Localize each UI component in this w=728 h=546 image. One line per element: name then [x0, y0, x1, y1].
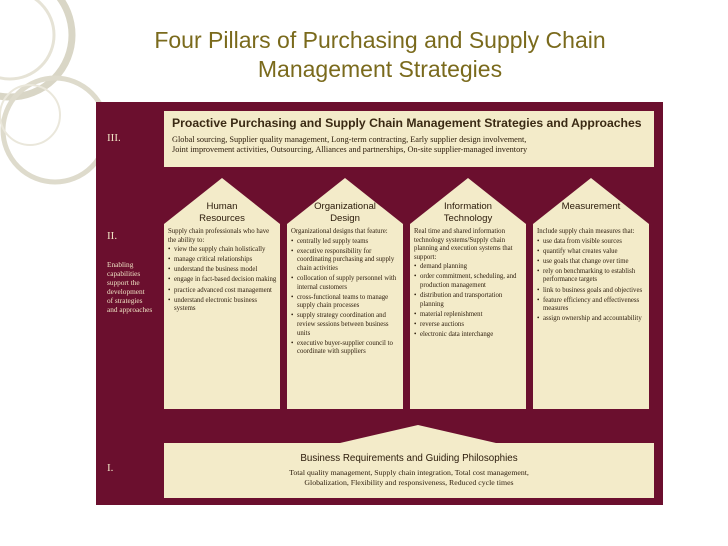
- pillar-bullet: executive buyer-supplier council to coor…: [291, 340, 401, 357]
- pillar-bullet: material replenishment: [414, 311, 524, 320]
- note-line: of strategies: [107, 296, 143, 305]
- pillar-body: Organizational designs that feature: cen…: [291, 228, 401, 358]
- pillar-information-technology: Information Technology Real time and sha…: [410, 178, 526, 409]
- slide-title-line: Four Pillars of Purchasing and Supply Ch…: [154, 27, 606, 53]
- pillar-bullet: distribution and transportation planning: [414, 292, 524, 309]
- pillar-bullet: quantify what creates value: [537, 248, 647, 257]
- pillar-bullet: rely on benchmarking to establish perfor…: [537, 268, 647, 285]
- pillar-bullet: manage critical relationships: [168, 256, 278, 265]
- note-line: development: [107, 287, 145, 296]
- pillar-body: Real time and shared information technol…: [414, 228, 524, 341]
- pillar-bullet: order commitment, scheduling, and produc…: [414, 273, 524, 290]
- level-label-bottom: I.: [107, 462, 114, 474]
- pillar-bullet: electronic data interchange: [414, 331, 524, 340]
- slide-title: Four Pillars of Purchasing and Supply Ch…: [80, 26, 680, 84]
- pillar-body: Supply chain professionals who have the …: [168, 228, 278, 315]
- pillar-bullet: cross-functional teams to manage supply …: [291, 294, 401, 311]
- note-line: Enabling: [107, 260, 134, 269]
- pillar-bullet: understand the business model: [168, 266, 278, 275]
- pillar-title: Measurement: [533, 201, 649, 213]
- pillar-intro: Real time and shared information technol…: [414, 228, 513, 261]
- pillar-bullet: executive responsibility for coordinatin…: [291, 248, 401, 274]
- pillar-bullet: demand planning: [414, 263, 524, 272]
- foundation-peak: [340, 425, 496, 443]
- foundation-line: Total quality management, Supply chain i…: [289, 468, 529, 477]
- pillar-bullet-list: centrally led supply teams executive res…: [291, 238, 401, 357]
- pillar-title: Information Technology: [410, 201, 526, 225]
- pillar-title-line: Design: [330, 213, 360, 224]
- pillar-bullet-list: demand planning order commitment, schedu…: [414, 263, 524, 339]
- note-line: and approaches: [107, 305, 153, 314]
- pillar-title-line: Resources: [199, 213, 245, 224]
- pillar-bullet: supply strategy coordination and review …: [291, 312, 401, 338]
- pillar-title-line: Information: [444, 201, 492, 212]
- pillar-intro: Organizational designs that feature:: [291, 228, 388, 235]
- pillar-bullet: practice advanced cost management: [168, 287, 278, 296]
- note-line: capabilities: [107, 269, 141, 278]
- pillar-intro: Include supply chain measures that:: [537, 228, 635, 235]
- enabling-capabilities-note: Enabling capabilities support the develo…: [107, 260, 163, 314]
- pillar-measurement: Measurement Include supply chain measure…: [533, 178, 649, 409]
- foundation-box: Business Requirements and Guiding Philos…: [164, 443, 654, 498]
- pillar-title-line: Organizational: [314, 201, 376, 212]
- foundation-title: Business Requirements and Guiding Philos…: [300, 453, 518, 464]
- pillar-body: Include supply chain measures that: use …: [537, 228, 647, 325]
- foundation-line: Globalization, Flexibility and responsiv…: [304, 478, 514, 487]
- pillar-title-line: Technology: [443, 213, 493, 224]
- pillar-bullet: use data from visible sources: [537, 238, 647, 247]
- pillar-bullet: centrally led supply teams: [291, 238, 401, 247]
- pillar-human-resources: Human Resources Supply chain professiona…: [164, 178, 280, 409]
- note-line: support the: [107, 278, 140, 287]
- pillar-bullet: link to business goals and objectives: [537, 287, 647, 296]
- level-label-top: III.: [107, 132, 121, 144]
- level-label-middle: II.: [107, 230, 118, 242]
- pillar-bullet: use goals that change over time: [537, 258, 647, 267]
- strategies-roof-box: Proactive Purchasing and Supply Chain Ma…: [164, 111, 654, 167]
- pillar-bullet: assign ownership and accountability: [537, 315, 647, 324]
- pillar-bullet-list: view the supply chain holistically manag…: [168, 246, 278, 314]
- pillar-bullet: understand electronic business systems: [168, 297, 278, 314]
- strategies-line: Joint improvement activities, Outsourcin…: [172, 145, 528, 154]
- strategies-title: Proactive Purchasing and Supply Chain Ma…: [172, 116, 642, 130]
- pillar-organizational-design: Organizational Design Organizational des…: [287, 178, 403, 409]
- strategies-line: Global sourcing, Supplier quality manage…: [172, 135, 527, 144]
- pillar-bullet: collocation of supply personnel with int…: [291, 275, 401, 292]
- pillar-bullet: feature efficiency and effectiveness mea…: [537, 297, 647, 314]
- pillar-bullet: engage in fact-based decision making: [168, 276, 278, 285]
- pillar-bullet: reverse auctions: [414, 321, 524, 330]
- pillar-title-line: Human: [206, 201, 238, 212]
- pillar-title: Human Resources: [164, 201, 280, 225]
- pillar-bullet: view the supply chain holistically: [168, 246, 278, 255]
- pillar-intro: Supply chain professionals who have the …: [168, 228, 270, 244]
- pillar-title-line: Measurement: [561, 201, 621, 212]
- pillar-title: Organizational Design: [287, 201, 403, 225]
- pillar-bullet-list: use data from visible sources quantify w…: [537, 238, 647, 324]
- foundation-list: Total quality management, Supply chain i…: [164, 468, 654, 488]
- strategies-list: Global sourcing, Supplier quality manage…: [172, 135, 527, 155]
- pillars-diagram: III. II. I. Enabling capabilities suppor…: [96, 102, 663, 505]
- slide-title-line: Management Strategies: [257, 56, 503, 82]
